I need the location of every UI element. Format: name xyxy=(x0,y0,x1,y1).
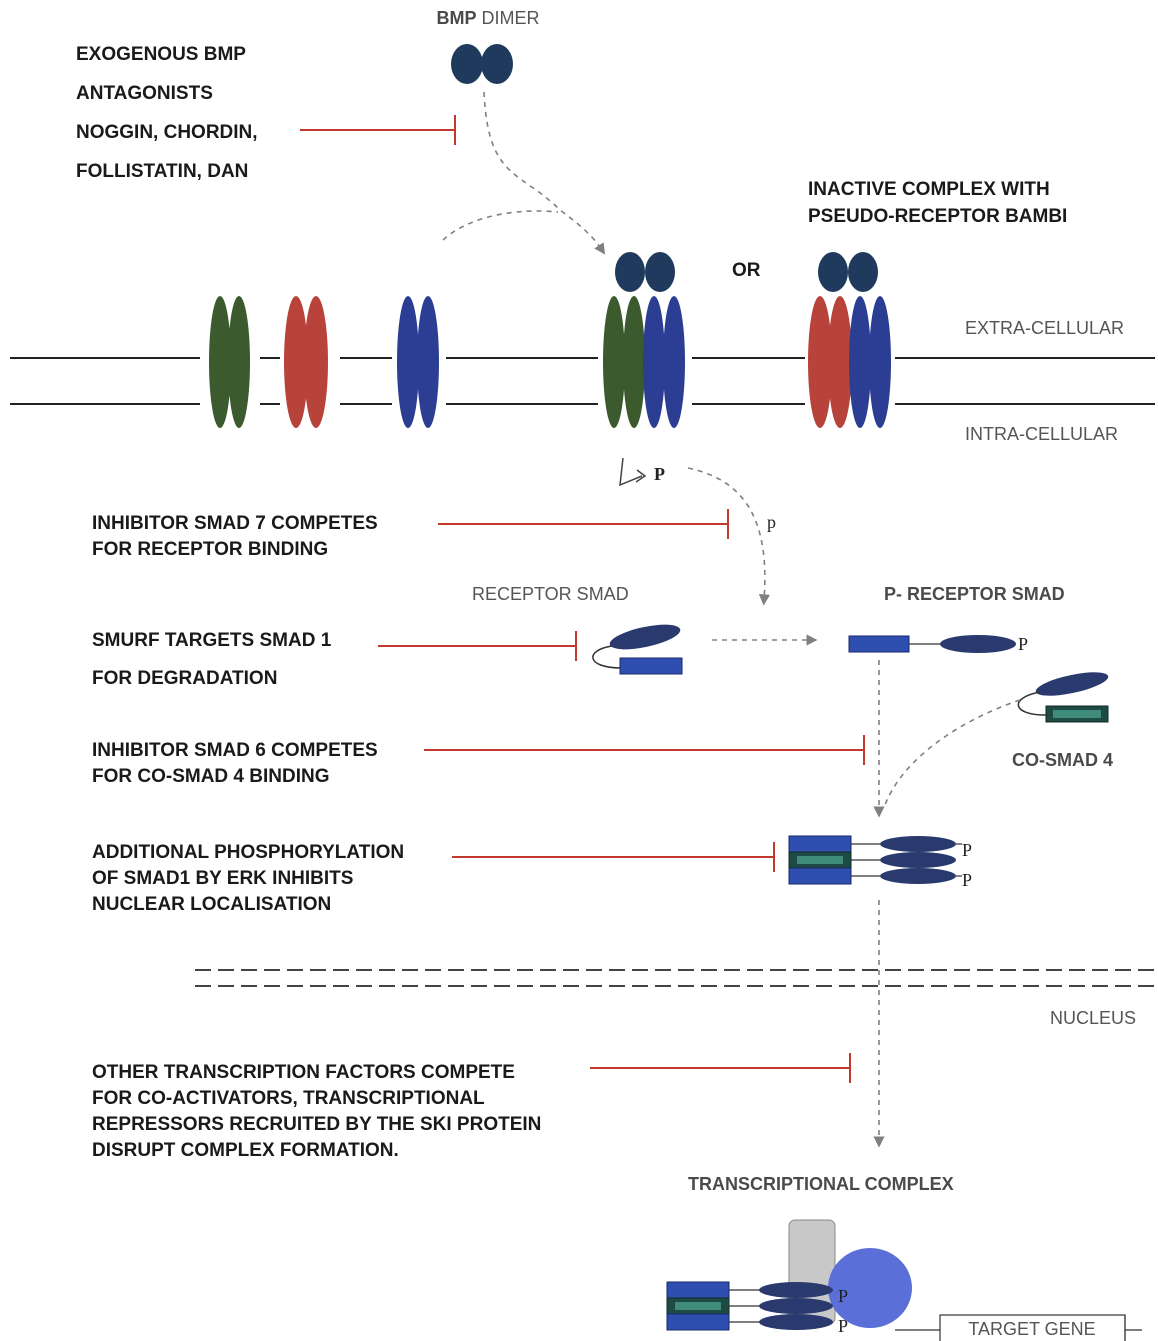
cosmad-to-complex-arrow xyxy=(883,699,1021,809)
smad7-inhibition-line xyxy=(438,509,729,539)
smurf-inhibition-line xyxy=(378,631,577,661)
transcriptional-complex-label: TRANSCRIPTIONAL COMPLEX xyxy=(688,1174,954,1194)
svg-text:ANTAGONISTS: ANTAGONISTS xyxy=(76,83,213,104)
svg-text:FOLLISTATIN, DAN: FOLLISTATIN, DAN xyxy=(76,161,248,182)
inactive-complex-label: INACTIVE COMPLEX WITH PSEUDO-RECEPTOR BA… xyxy=(808,179,1067,227)
svg-text:NUCLEAR LOCALISATION: NUCLEAR LOCALISATION xyxy=(92,894,331,915)
svg-text:NOGGIN, CHORDIN,: NOGGIN, CHORDIN, xyxy=(76,122,258,143)
ligand-curve-left xyxy=(442,210,559,241)
bmp-dimer-ligand xyxy=(451,44,513,84)
other-tf-label: OTHER TRANSCRIPTION FACTORS COMPETE FOR … xyxy=(92,1062,541,1161)
ligand-to-receptor-arrow xyxy=(483,91,606,255)
smurf-label: SMURF TARGETS SMAD 1 FOR DEGRADATION xyxy=(92,630,332,689)
svg-text:FOR CO-SMAD 4 BINDING: FOR CO-SMAD 4 BINDING xyxy=(92,766,330,787)
smad6-inhibition-line xyxy=(424,735,865,765)
antagonist-inhibition-line xyxy=(300,115,456,145)
smad-heterocomplex: P P xyxy=(788,835,972,890)
receptor-to-smad-arrow xyxy=(687,467,771,606)
svg-text:TARGET GENE: TARGET GENE xyxy=(968,1319,1095,1339)
svg-text:INHIBITOR SMAD 7 COMPETES: INHIBITOR SMAD 7 COMPETES xyxy=(92,513,378,534)
intracellular-label: INTRA-CELLULAR xyxy=(965,424,1118,444)
co-smad4-label: CO-SMAD 4 xyxy=(1012,750,1113,770)
svg-text:P: P xyxy=(654,464,665,484)
smad6-label: INHIBITOR SMAD 6 COMPETES FOR CO-SMAD 4 … xyxy=(92,740,378,787)
p-receptor-smad-label: P- RECEPTOR SMAD xyxy=(884,584,1065,604)
type-i-receptor-green xyxy=(200,296,260,428)
smad7-label: INHIBITOR SMAD 7 COMPETES FOR RECEPTOR B… xyxy=(92,513,378,560)
receptor-phosphorylation-mark: P xyxy=(619,457,665,487)
svg-text:OTHER TRANSCRIPTION FACTORS CO: OTHER TRANSCRIPTION FACTORS COMPETE xyxy=(92,1062,515,1083)
svg-text:FOR DEGRADATION: FOR DEGRADATION xyxy=(92,668,277,689)
active-receptor-complex xyxy=(598,252,692,428)
type-ii-receptor-blue xyxy=(392,296,446,428)
svg-text:DISRUPT COMPLEX FORMATION.: DISRUPT COMPLEX FORMATION. xyxy=(92,1140,399,1161)
svg-text:P: P xyxy=(962,840,972,860)
other-tf-inhibition-line xyxy=(590,1053,851,1083)
target-gene-box: TARGET GENE xyxy=(939,1314,1126,1341)
svg-text:REPRESSORS RECRUITED BY THE SK: REPRESSORS RECRUITED BY THE SKI PROTEIN xyxy=(92,1114,541,1135)
bmp-dimer-label: BMP DIMER xyxy=(437,8,540,28)
phospho-receptor-smad: P xyxy=(848,634,1028,654)
svg-text:P: P xyxy=(838,1316,848,1336)
co-smad4 xyxy=(1017,672,1109,723)
svg-text:FOR RECEPTOR BINDING: FOR RECEPTOR BINDING xyxy=(92,539,328,560)
or-label: OR xyxy=(732,260,761,281)
erk-label: ADDITIONAL PHOSPHORYLATION OF SMAD1 BY E… xyxy=(92,842,404,915)
svg-text:ADDITIONAL PHOSPHORYLATION: ADDITIONAL PHOSPHORYLATION xyxy=(92,842,404,863)
erk-inhibition-line xyxy=(452,842,775,872)
svg-text:INACTIVE COMPLEX WITH: INACTIVE COMPLEX WITH xyxy=(808,179,1050,200)
svg-text:OF SMAD1 BY ERK INHIBITS: OF SMAD1 BY ERK INHIBITS xyxy=(92,868,353,889)
svg-text:EXOGENOUS BMP: EXOGENOUS BMP xyxy=(76,44,246,65)
svg-text:P: P xyxy=(838,1286,848,1306)
svg-text:PSEUDO-RECEPTOR BAMBI: PSEUDO-RECEPTOR BAMBI xyxy=(808,206,1067,227)
svg-text:P: P xyxy=(962,870,972,890)
svg-text:P: P xyxy=(1018,634,1028,654)
nucleus-label: NUCLEUS xyxy=(1050,1008,1136,1028)
antagonists-label: EXOGENOUS BMP ANTAGONISTS NOGGIN, CHORDI… xyxy=(76,44,258,182)
nuclear-membrane xyxy=(195,969,1155,987)
phospho-p-label: p xyxy=(767,512,776,532)
extracellular-label: EXTRA-CELLULAR xyxy=(965,318,1124,338)
receptor-smad xyxy=(592,624,683,675)
pseudo-receptor-red xyxy=(280,296,340,428)
receptor-smad-label: RECEPTOR SMAD xyxy=(472,584,629,604)
svg-text:SMURF TARGETS SMAD 1: SMURF TARGETS SMAD 1 xyxy=(92,630,332,651)
svg-text:FOR CO-ACTIVATORS, TRANSCRIPTI: FOR CO-ACTIVATORS, TRANSCRIPTIONAL xyxy=(92,1088,485,1109)
cell-membrane xyxy=(10,357,1155,405)
inactive-bambi-complex xyxy=(805,252,895,428)
svg-text:INHIBITOR SMAD 6 COMPETES: INHIBITOR SMAD 6 COMPETES xyxy=(92,740,378,761)
transcriptional-complex: P P xyxy=(666,1219,1142,1336)
